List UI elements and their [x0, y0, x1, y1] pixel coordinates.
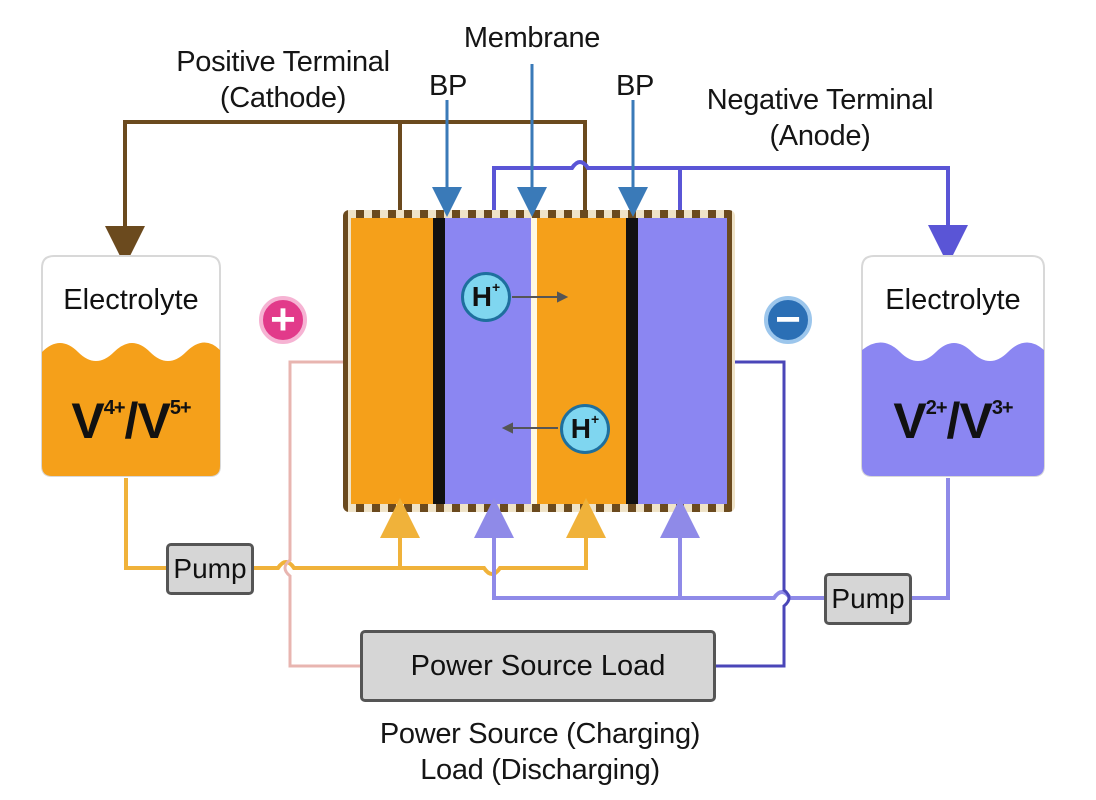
membrane [531, 218, 537, 504]
left-pump: Pump [166, 543, 254, 595]
bipolar-plate-right [626, 218, 638, 504]
ion-top-symbol: H [471, 281, 493, 312]
ion-arrows [501, 291, 569, 434]
positive-terminal-line-2: (Cathode) [219, 82, 347, 114]
negative-terminal-line-1: Negative Terminal [706, 84, 934, 116]
cell-stack [351, 218, 727, 504]
membrane-label: Membrane [463, 22, 601, 54]
ion-bottom-symbol: H [570, 413, 592, 444]
positive-electrolyte-flow [124, 478, 606, 576]
hydrogen-ion-bottom: H+ [560, 404, 610, 454]
positive-terminal-label: Positive Terminal (Cathode) [160, 44, 406, 116]
left-tank [41, 255, 221, 477]
right-tank-species: V2+/V3+ [893, 393, 1014, 449]
negative-half-cell [537, 218, 626, 504]
right-tank [861, 255, 1045, 477]
positive-sign-icon: + [259, 295, 307, 344]
positive-sign-glyph: + [270, 295, 296, 344]
left-tank-heading: Electrolyte [63, 284, 199, 316]
negative-terminal-label: Negative Terminal (Anode) [690, 82, 950, 154]
power-source-load-box: Power Source Load [360, 630, 716, 702]
ion-bottom-charge: + [591, 411, 600, 427]
ion-top-charge: + [492, 279, 501, 295]
negative-sign-glyph: − [775, 295, 801, 344]
negative-terminal-wire [492, 160, 968, 265]
positive-terminal-line-1: Positive Terminal [176, 46, 390, 78]
positive-half-cell [445, 218, 531, 504]
left-electrolyte-fill [42, 342, 220, 476]
negative-electrode-right [638, 218, 727, 504]
right-tank-heading: Electrolyte [885, 284, 1021, 316]
right-electrolyte-fill [862, 342, 1044, 476]
power-caption-line-2: Load (Discharging) [420, 754, 660, 786]
positive-external-wire [283, 360, 362, 668]
bipolar-plate-left [433, 218, 445, 504]
right-charge-a: 2+ [925, 397, 948, 419]
negative-external-wire [714, 360, 791, 668]
negative-sign-icon: − [764, 295, 812, 344]
positive-electrode-left [351, 218, 433, 504]
power-caption-line-1: Power Source (Charging) [379, 718, 701, 750]
left-species-a: V [71, 393, 104, 449]
negative-terminal-line-2: (Anode) [769, 120, 871, 152]
left-tank-species: V4+/V5+ [71, 393, 192, 449]
right-species-a: V [893, 393, 926, 449]
right-charge-b: 3+ [991, 397, 1014, 419]
bp-left-label: BP [428, 70, 468, 102]
right-pump: Pump [824, 573, 912, 625]
pointer-arrows [432, 64, 648, 217]
right-species-b: V [959, 393, 992, 449]
power-caption: Power Source (Charging) Load (Dischargin… [350, 716, 730, 788]
left-charge-b: 5+ [169, 397, 192, 419]
left-species-b: V [137, 393, 170, 449]
bp-right-label: BP [615, 70, 655, 102]
left-charge-a: 4+ [103, 397, 126, 419]
hydrogen-ion-top: H+ [461, 272, 511, 322]
